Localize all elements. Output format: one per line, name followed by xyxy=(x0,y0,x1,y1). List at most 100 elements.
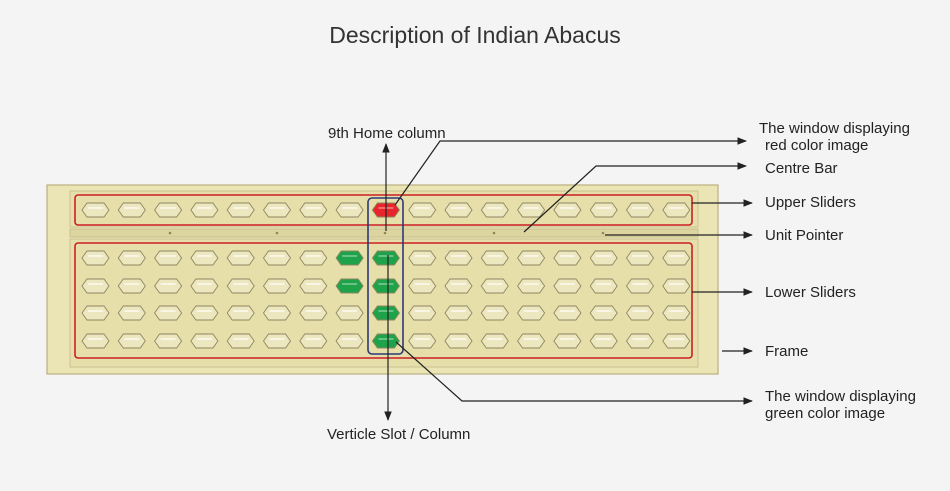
bead xyxy=(81,202,110,218)
bead xyxy=(226,202,255,218)
bead xyxy=(444,278,473,294)
green-bead xyxy=(335,278,364,294)
bead xyxy=(262,250,292,266)
bead xyxy=(589,250,618,266)
bead xyxy=(117,278,146,294)
bead xyxy=(662,250,691,266)
bead xyxy=(517,250,546,266)
bead xyxy=(226,305,255,321)
bead xyxy=(553,202,582,218)
bead xyxy=(444,305,473,321)
page-title: Description of Indian Abacus xyxy=(329,22,621,48)
label-unit-pointer: Unit Pointer xyxy=(765,227,844,244)
bead xyxy=(299,202,328,218)
bead xyxy=(154,305,183,321)
bead xyxy=(190,305,219,321)
bead xyxy=(335,305,364,321)
bead xyxy=(190,202,219,218)
bead xyxy=(154,333,183,349)
bead xyxy=(117,333,146,349)
bead xyxy=(589,333,618,349)
bead xyxy=(81,305,110,321)
bead xyxy=(81,333,110,349)
bead xyxy=(589,202,618,218)
bead xyxy=(625,333,655,349)
bead xyxy=(517,333,546,349)
bead xyxy=(553,305,582,321)
bead xyxy=(262,305,292,321)
bead xyxy=(553,333,582,349)
bead xyxy=(517,305,546,321)
red-window-arrow xyxy=(394,137,747,206)
unit-pointer-dots xyxy=(168,231,605,235)
bead xyxy=(480,250,509,266)
label-red-window-line2: red color image xyxy=(765,137,869,154)
bead xyxy=(299,278,328,294)
bead xyxy=(625,250,655,266)
bead xyxy=(408,333,437,349)
bead xyxy=(589,305,618,321)
bead xyxy=(553,278,582,294)
label-green-window-line1: The window displaying xyxy=(765,388,916,405)
leader-lines xyxy=(382,137,753,421)
green-window-arrow xyxy=(395,341,753,405)
bead xyxy=(517,202,546,218)
label-lower-sliders: Lower Sliders xyxy=(765,284,856,301)
bead xyxy=(444,250,473,266)
bead xyxy=(408,250,437,266)
upper-sliders-outline xyxy=(74,194,693,226)
bead xyxy=(625,305,655,321)
unit-pointer-dot xyxy=(492,231,496,235)
bead xyxy=(262,278,292,294)
bead xyxy=(81,278,110,294)
label-green-window-line2: green color image xyxy=(765,405,886,422)
bead xyxy=(117,305,146,321)
bead xyxy=(299,250,328,266)
bead xyxy=(444,333,473,349)
bead xyxy=(480,305,509,321)
label-frame: Frame xyxy=(765,343,809,360)
bead xyxy=(81,250,110,266)
bead xyxy=(625,202,655,218)
bead xyxy=(190,333,219,349)
bead xyxy=(517,278,546,294)
label-vertical-slot: Verticle Slot / Column xyxy=(327,426,471,443)
bead xyxy=(262,333,292,349)
bead xyxy=(625,278,655,294)
green-bead xyxy=(371,333,400,349)
unit-pointer-dot xyxy=(601,231,605,235)
bead xyxy=(480,333,509,349)
bead xyxy=(190,278,219,294)
bead xyxy=(226,278,255,294)
bead xyxy=(408,202,437,218)
bead xyxy=(299,305,328,321)
label-upper-sliders: Upper Sliders xyxy=(765,194,856,211)
bead xyxy=(662,333,691,349)
bead xyxy=(262,202,292,218)
bead-grid xyxy=(81,202,691,349)
bead xyxy=(480,202,509,218)
bead xyxy=(154,278,183,294)
unit-pointer-dot xyxy=(275,231,279,235)
green-bead xyxy=(371,305,400,321)
label-centre-bar: Centre Bar xyxy=(765,160,838,177)
bead xyxy=(299,333,328,349)
bead xyxy=(662,278,691,294)
centre-bar-arrow xyxy=(523,162,747,233)
bead xyxy=(408,278,437,294)
bead xyxy=(444,202,473,218)
bead xyxy=(662,305,691,321)
bead xyxy=(553,250,582,266)
bead xyxy=(117,250,146,266)
green-bead xyxy=(335,250,364,266)
green-bead xyxy=(371,250,400,266)
bead xyxy=(335,333,364,349)
unit-pointer-dot xyxy=(383,231,387,235)
label-red-window-line1: The window displaying xyxy=(759,120,910,137)
bead xyxy=(335,202,364,218)
unit-pointer-dot xyxy=(168,231,172,235)
bead xyxy=(226,333,255,349)
bead xyxy=(117,202,146,218)
